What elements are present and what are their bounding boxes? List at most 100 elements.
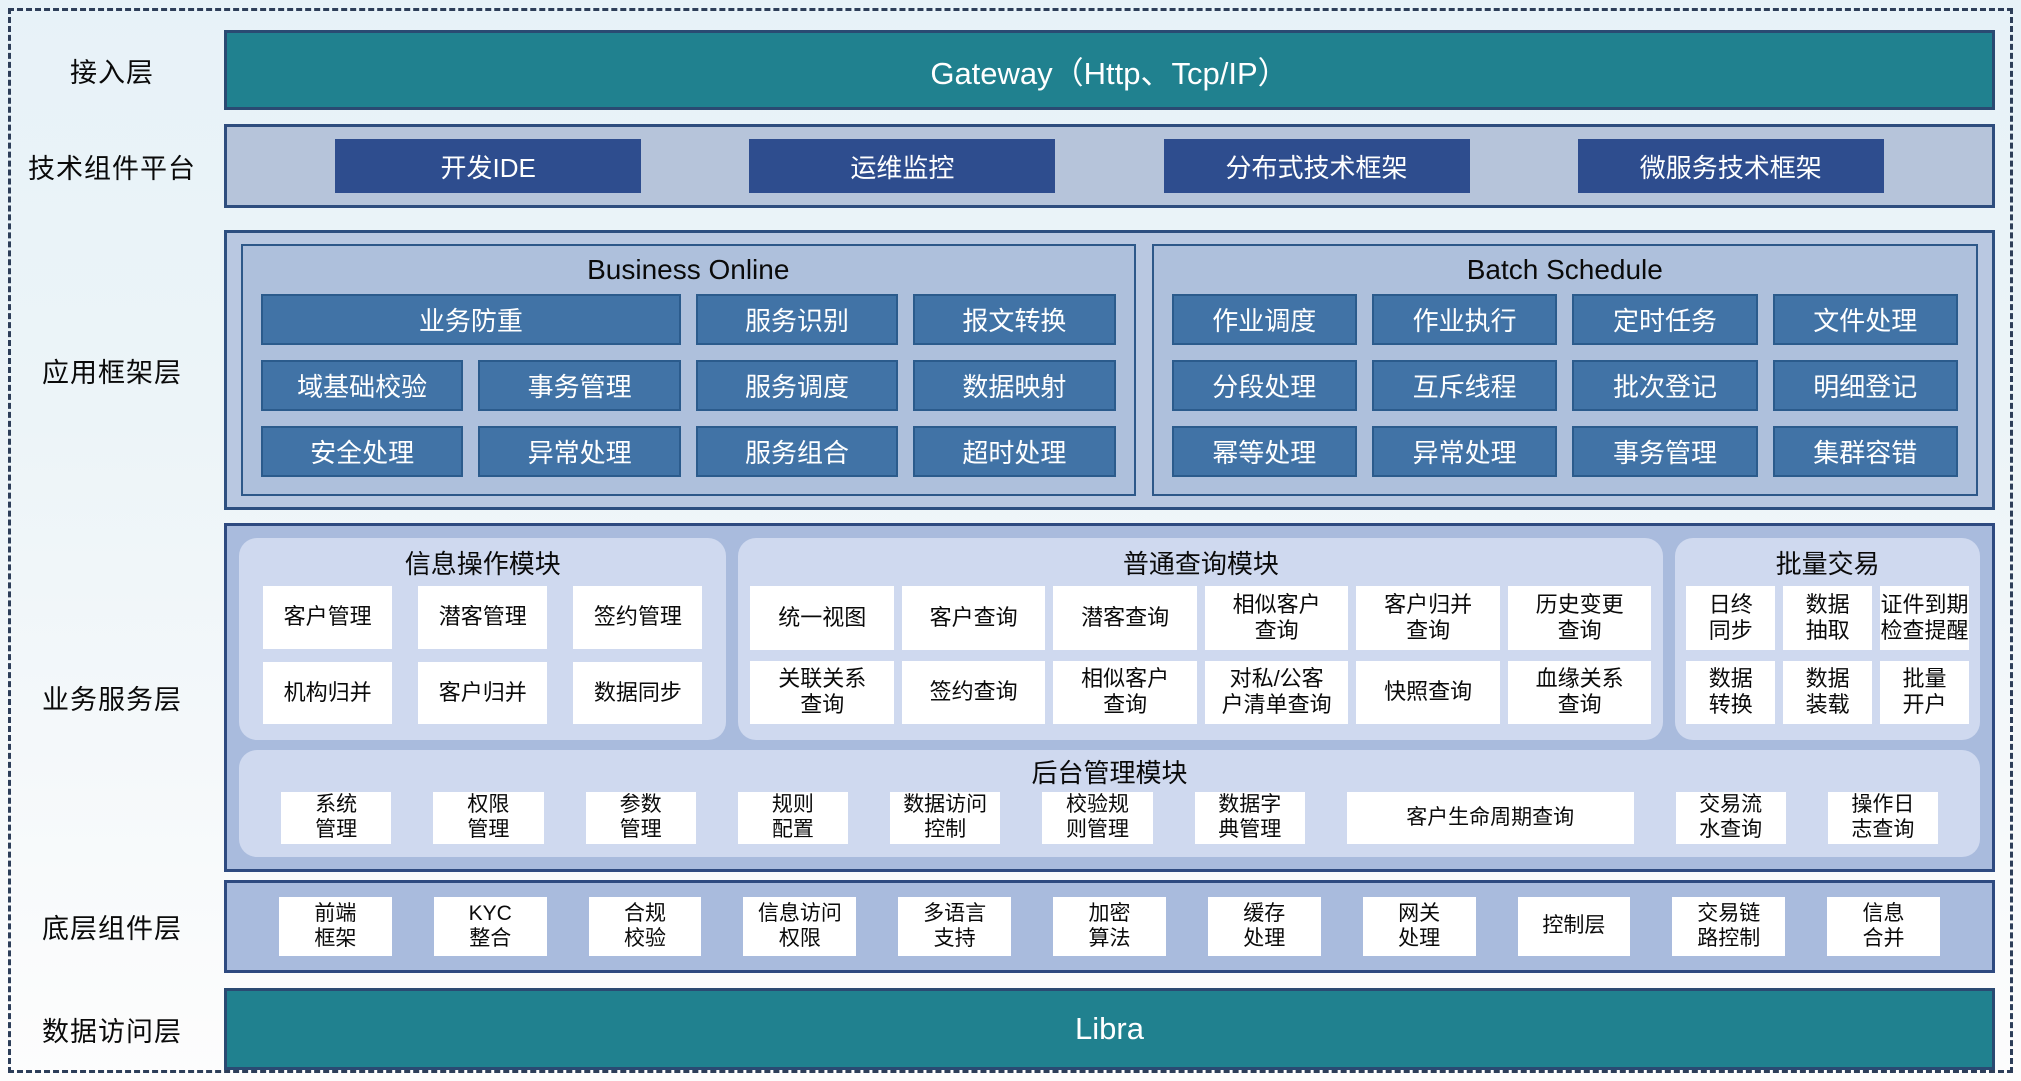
batch-schedule-grid: 作业调度作业执行定时任务文件处理分段处理互斥线程批次登记明细登记幂等处理异常处理… [1154, 294, 1976, 494]
tech-platform-item: 运维监控 [749, 139, 1056, 193]
admin-module-item: 交易流 水查询 [1675, 792, 1786, 844]
batch-trade-item: 批量 开户 [1880, 660, 1969, 724]
batch-schedule-item: 文件处理 [1772, 294, 1958, 345]
batch-trade-item: 日终 同步 [1686, 586, 1776, 650]
admin-module-item: 参数 管理 [585, 792, 696, 844]
general-query-item: 客户归并 查询 [1356, 586, 1500, 650]
batch-schedule-item: 幂等处理 [1171, 426, 1357, 477]
batch-trade-item: 数据 转换 [1686, 660, 1776, 724]
admin-module-item: 规则 配置 [737, 792, 849, 844]
layer-tech-platform: 技术组件平台 开发IDE 运维监控 分布式技术框架 微服务技术框架 [0, 124, 1995, 208]
general-query-item: 关联关系 查询 [750, 660, 894, 724]
batch-schedule-item: 批次登记 [1572, 360, 1758, 411]
admin-module-item: 数据访问 控制 [890, 792, 1001, 844]
business-online-item: 域基础校验 [261, 360, 464, 411]
batch-trade-module-title: 批量交易 [1775, 548, 1880, 579]
admin-module-item: 系统 管理 [281, 792, 392, 844]
layer-label-app-framework: 应用框架层 [42, 357, 182, 388]
layer-access: 接入层 Gateway（Http、Tcp/IP） [0, 30, 1995, 110]
batch-schedule-item: 集群容错 [1772, 426, 1958, 477]
app-framework-panel: Business Online 业务防重服务识别报文转换域基础校验事务管理服务调… [224, 230, 1995, 510]
info-operation-item: 客户管理 [263, 586, 393, 649]
layer-app-framework: 应用框架层 Business Online 业务防重服务识别报文转换域基础校验事… [0, 230, 1995, 510]
batch-schedule-title: Batch Schedule [1466, 254, 1663, 285]
admin-module-item: 数据字 典管理 [1194, 792, 1305, 844]
base-component-item: 加密 算法 [1053, 897, 1166, 956]
layer-label-base-components: 底层组件层 [42, 914, 182, 944]
business-online-item: 超时处理 [913, 426, 1116, 477]
batch-trade-item: 数据 装载 [1783, 660, 1873, 724]
base-components-panel: 前端 框架 KYC 整合合规 校验信息访问 权限多语言 支持加密 算法缓存 处理网… [224, 880, 1995, 973]
base-component-item: 交易链 路控制 [1672, 897, 1786, 956]
general-query-item: 客户查询 [901, 586, 1046, 650]
general-query-item: 对私/公客 户清单查询 [1204, 660, 1349, 724]
business-online-item: 事务管理 [478, 360, 681, 411]
business-online-item: 服务组合 [695, 426, 899, 477]
admin-module-title: 后台管理模块 [1031, 757, 1188, 788]
general-query-item: 血缘关系 查询 [1507, 660, 1652, 724]
info-operation-grid: 客户管理潜客管理签约管理机构归并客户归并数据同步 [239, 586, 726, 740]
business-online-item: 报文转换 [913, 294, 1116, 345]
batch-trade-item: 证件到期 检查提醒 [1880, 586, 1969, 650]
info-operation-item: 数据同步 [573, 661, 703, 724]
batch-schedule-item: 互斥线程 [1371, 360, 1558, 411]
batch-schedule-item: 事务管理 [1572, 426, 1758, 477]
layer-data-access: 数据访问层 Libra [0, 988, 1995, 1070]
general-query-item: 签约查询 [901, 660, 1046, 724]
info-operation-item: 签约管理 [573, 586, 703, 649]
info-operation-module-title: 信息操作模块 [404, 548, 561, 579]
layer-label-access: 接入层 [70, 57, 154, 88]
general-query-module-title: 普通查询模块 [1122, 548, 1279, 579]
layer-label-business-service: 业务服务层 [42, 685, 182, 715]
info-operation-module: 信息操作模块 客户管理潜客管理签约管理机构归并客户归并数据同步 [239, 538, 727, 740]
layer-base-components: 底层组件层 前端 框架 KYC 整合合规 校验信息访问 权限多语言 支持加密 算法… [0, 880, 1995, 973]
business-online-item: 安全处理 [261, 426, 464, 477]
batch-schedule-item: 作业调度 [1171, 294, 1357, 345]
layer-label-data-access: 数据访问层 [42, 1016, 182, 1047]
batch-schedule-item: 异常处理 [1371, 426, 1558, 477]
base-component-item: 网关 处理 [1362, 897, 1476, 956]
base-component-item: 合规 校验 [588, 897, 702, 956]
admin-module-item: 权限 管理 [433, 792, 544, 844]
general-query-module: 普通查询模块 统一视图客户查询潜客查询相似客户 查询客户归并 查询历史变更 查询… [738, 538, 1664, 740]
info-operation-item: 机构归并 [263, 661, 393, 724]
business-online-item: 服务识别 [695, 294, 899, 345]
batch-trade-item: 数据 抽取 [1783, 586, 1873, 650]
admin-module-row: 系统 管理权限 管理参数 管理规则 配置数据访问 控制校验规 则管理数据字 典管… [239, 792, 1980, 857]
general-query-item: 潜客查询 [1053, 586, 1197, 650]
batch-schedule-item: 作业执行 [1371, 294, 1558, 345]
business-online-item: 服务调度 [695, 360, 899, 411]
batch-schedule-panel: Batch Schedule 作业调度作业执行定时任务文件处理分段处理互斥线程批… [1151, 244, 1978, 496]
general-query-item: 相似客户 查询 [1204, 586, 1349, 650]
batch-trade-grid: 日终 同步数据 抽取证件到期 检查提醒数据 转换数据 装载批量 开户 [1675, 586, 1980, 740]
business-online-grid: 业务防重服务识别报文转换域基础校验事务管理服务调度数据映射安全处理异常处理服务组… [243, 294, 1134, 494]
tech-platform-item: 分布式技术框架 [1163, 139, 1470, 193]
info-operation-item: 潜客管理 [418, 586, 548, 649]
business-service-panel: 信息操作模块 客户管理潜客管理签约管理机构归并客户归并数据同步 普通查询模块 统… [224, 523, 1995, 872]
general-query-item: 统一视图 [750, 586, 894, 650]
tech-platform-item: 开发IDE [335, 139, 642, 193]
admin-module: 后台管理模块 系统 管理权限 管理参数 管理规则 配置数据访问 控制校验规 则管… [239, 750, 1980, 857]
info-operation-item: 客户归并 [418, 661, 548, 724]
base-component-item: 缓存 处理 [1207, 897, 1321, 956]
general-query-item: 快照查询 [1356, 660, 1500, 724]
general-query-item: 历史变更 查询 [1507, 586, 1652, 650]
base-component-item: 前端 框架 [279, 897, 392, 956]
general-query-grid: 统一视图客户查询潜客查询相似客户 查询客户归并 查询历史变更 查询关联关系 查询… [738, 586, 1663, 740]
business-online-item: 数据映射 [913, 360, 1116, 411]
tech-platform-item: 微服务技术框架 [1577, 139, 1884, 193]
base-component-item: 多语言 支持 [898, 897, 1012, 956]
admin-module-item: 操作日 志查询 [1827, 792, 1939, 844]
batch-trade-module: 批量交易 日终 同步数据 抽取证件到期 检查提醒数据 转换数据 装载批量 开户 [1675, 538, 1980, 740]
layer-business-service: 业务服务层 信息操作模块 客户管理潜客管理签约管理机构归并客户归并数据同步 普通… [0, 523, 1995, 872]
base-component-item: KYC 整合 [433, 897, 547, 956]
batch-schedule-item: 明细登记 [1772, 360, 1958, 411]
libra-bar: Libra [224, 988, 1995, 1070]
base-component-item: 控制层 [1517, 897, 1631, 956]
base-component-item: 信息 合并 [1827, 897, 1940, 956]
admin-module-item: 客户生命周期查询 [1346, 792, 1634, 844]
base-component-item: 信息访问 权限 [743, 897, 857, 956]
layer-label-tech-platform: 技术组件平台 [28, 153, 196, 184]
batch-schedule-item: 分段处理 [1171, 360, 1357, 411]
